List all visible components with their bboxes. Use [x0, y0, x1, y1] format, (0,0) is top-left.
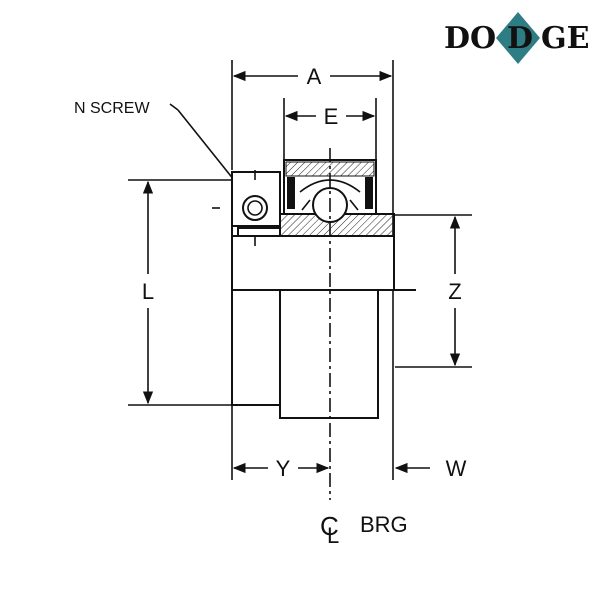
dimension-label-a: A [307, 64, 322, 89]
set-screw [242, 195, 268, 221]
logo-text-left: DO [444, 21, 496, 56]
dimension-label-y: Y [276, 456, 291, 481]
logo-text-right: GE [541, 21, 590, 56]
screw-center-marks [212, 170, 256, 246]
dimension-label-l: L [142, 279, 154, 304]
n-screw-label: N SCREW [74, 100, 150, 117]
cl-symbol-l: L [327, 523, 339, 548]
logo-diamond [496, 12, 540, 64]
logo-diamond-letter: D [507, 21, 533, 56]
seals [287, 177, 373, 209]
dimension-label-z: Z [448, 279, 461, 304]
dimension-label-w: W [446, 456, 467, 481]
cl-symbol-c: C [320, 511, 339, 541]
bearing-body [231, 171, 395, 419]
centerline-bearing-label: C L BRG [320, 511, 408, 548]
dodge-logo: DO D GE [444, 12, 590, 64]
dimension-label-e: E [324, 104, 339, 129]
dimension-lines [142, 70, 461, 474]
cl-brg-label: BRG [360, 512, 408, 537]
